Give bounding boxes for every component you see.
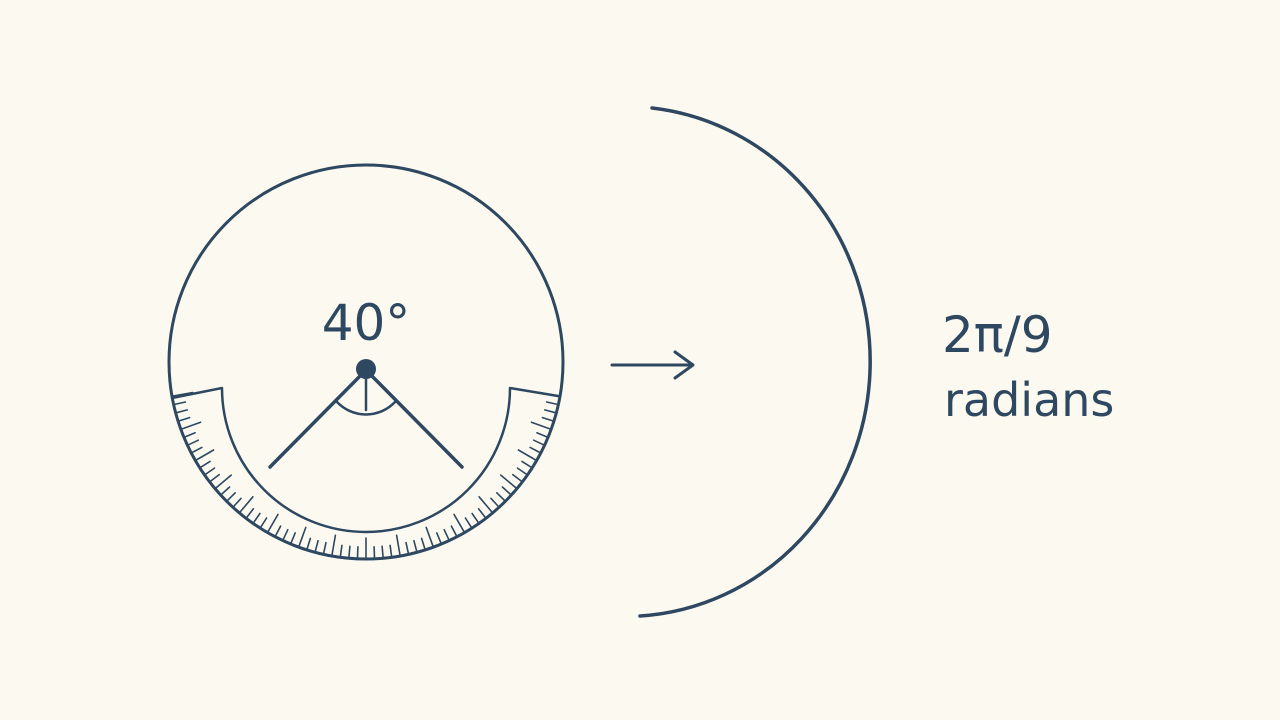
protractor-tick bbox=[511, 473, 523, 483]
protractor-tick bbox=[464, 517, 473, 529]
protractor-tick bbox=[252, 512, 261, 524]
protractor-tick bbox=[195, 449, 215, 461]
protractor-tick bbox=[191, 446, 203, 454]
protractor-tick bbox=[178, 416, 191, 422]
radian-value: 2π/9 bbox=[942, 306, 1053, 364]
protractor-tick bbox=[199, 460, 211, 469]
radian-unit: radians bbox=[944, 373, 1114, 427]
protractor-tick bbox=[529, 446, 541, 454]
protractor-tick bbox=[298, 526, 307, 548]
protractor-tick bbox=[314, 539, 319, 553]
protractor-tick bbox=[521, 460, 533, 469]
protractor-tick bbox=[204, 467, 216, 476]
protractor-tick bbox=[443, 528, 450, 541]
protractor-tick bbox=[331, 534, 337, 556]
protractor-tick bbox=[536, 431, 548, 438]
protractor-tick bbox=[173, 401, 187, 406]
protractor-tick bbox=[405, 541, 410, 555]
protractor-tick bbox=[490, 497, 500, 508]
protractor-tick bbox=[477, 507, 487, 519]
protractor-tick bbox=[220, 486, 231, 496]
protractor-tick bbox=[450, 525, 458, 537]
protractor-tick bbox=[215, 474, 232, 489]
protractor-tick bbox=[259, 517, 268, 529]
protractor-tick bbox=[274, 525, 282, 537]
protractor-tick bbox=[541, 416, 554, 422]
protractor-tick bbox=[187, 439, 200, 446]
protractor-tick bbox=[267, 513, 279, 533]
protractor-tick bbox=[181, 421, 202, 430]
protractor-tick bbox=[184, 431, 196, 438]
angle-ray-right bbox=[364, 368, 464, 469]
protractor-tick bbox=[395, 534, 401, 556]
protractor-ticks bbox=[172, 391, 560, 559]
protractor-tick bbox=[517, 449, 537, 461]
protractor-tick bbox=[545, 401, 559, 406]
protractor-tick bbox=[381, 545, 384, 559]
protractor-tick bbox=[348, 545, 351, 559]
protractor-tick bbox=[282, 528, 289, 541]
protractor-tick bbox=[172, 391, 194, 397]
protractor-tick bbox=[538, 391, 560, 397]
protractor-tick bbox=[322, 541, 327, 555]
angle-arc bbox=[335, 400, 397, 416]
degree-label: 40° bbox=[322, 294, 411, 352]
protractor-tick bbox=[175, 409, 189, 414]
protractor-tick bbox=[290, 532, 297, 544]
protractor-tick bbox=[226, 491, 236, 502]
protractor-tick bbox=[516, 467, 528, 476]
outer-circle bbox=[167, 163, 565, 561]
protractor-tick bbox=[420, 537, 426, 550]
protractor-tick bbox=[543, 409, 557, 414]
protractor-tick bbox=[453, 513, 465, 533]
protractor-tick bbox=[532, 439, 545, 446]
protractor-tick bbox=[389, 544, 393, 558]
protractor-tick bbox=[239, 495, 254, 513]
protractor-band bbox=[170, 386, 560, 534]
protractor-tick bbox=[501, 486, 512, 496]
protractor-tick bbox=[478, 495, 493, 513]
protractor-tick bbox=[530, 421, 552, 430]
right-arrow-icon bbox=[610, 350, 695, 380]
protractor-tick bbox=[245, 507, 255, 519]
protractor-tick bbox=[435, 532, 442, 544]
protractor-tick bbox=[339, 544, 343, 558]
vertex-dot bbox=[356, 359, 376, 379]
arc-icon bbox=[638, 106, 872, 618]
protractor-tick bbox=[413, 539, 418, 553]
protractor-tick bbox=[471, 512, 480, 524]
protractor-tick bbox=[425, 526, 434, 548]
protractor-tick bbox=[499, 474, 517, 489]
protractor-tick bbox=[495, 491, 506, 502]
protractor-tick bbox=[306, 537, 312, 550]
angle-ray-left bbox=[268, 368, 368, 469]
protractor-tick bbox=[209, 473, 220, 483]
protractor-tick bbox=[232, 497, 242, 508]
